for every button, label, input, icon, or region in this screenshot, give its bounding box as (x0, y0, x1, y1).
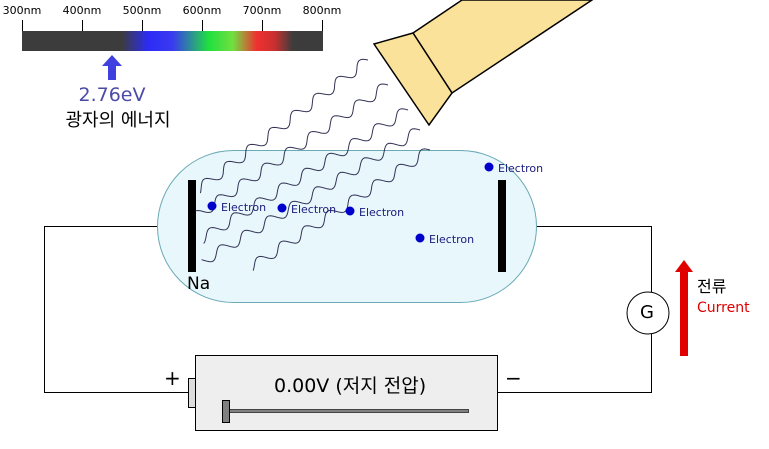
electrons (207, 162, 494, 243)
battery-terminal (188, 378, 196, 408)
current-arrow-icon (675, 260, 693, 356)
tick-label: 400nm (62, 4, 102, 17)
light-wave (203, 108, 409, 244)
circuit-wires (44, 226, 652, 393)
tick-label: 700nm (242, 4, 282, 17)
electron-dot (484, 162, 494, 172)
galvanometer (626, 291, 670, 335)
anode-plate (498, 180, 506, 272)
electron-dot (277, 203, 287, 213)
voltage-readout: 0.00V (저지 전압) (274, 375, 427, 397)
tick-label: 800nm (302, 4, 342, 17)
photon-energy-value: 2.76eV (78, 84, 146, 106)
light-wave (252, 148, 431, 271)
current-label-ko: 전류 (697, 277, 727, 296)
vacuum-tube (157, 150, 537, 303)
electron-dot (345, 206, 355, 216)
electron-label: Electron (359, 206, 405, 219)
wavelength-selector-arrow-icon[interactable] (102, 55, 122, 80)
spectrum-bar[interactable] (22, 31, 323, 51)
electron-label: Electron (429, 233, 475, 246)
voltage-slider-track[interactable] (228, 409, 469, 413)
battery-box (195, 355, 498, 431)
electron-label: Electron (291, 203, 337, 216)
tick-label: 300nm (2, 4, 42, 17)
flashlight-icon[interactable] (372, 0, 594, 127)
tick-label: 500nm (122, 4, 162, 17)
light-wave (199, 58, 369, 194)
photon-energy-caption: 광자의 에너지 (65, 110, 171, 131)
electron-dot (207, 201, 217, 211)
cathode-plate (188, 180, 196, 272)
electron-label: Electron (498, 162, 544, 175)
light-waves (195, 58, 431, 271)
voltage-slider-thumb[interactable] (222, 400, 230, 423)
cathode-label: Na (187, 274, 211, 294)
electron-label: Electron (221, 201, 267, 214)
galvanometer-label: G (640, 302, 654, 323)
light-wave (201, 128, 421, 263)
plus-sign: + (164, 366, 181, 390)
electron-dot (415, 233, 425, 243)
tick-label: 600nm (182, 4, 222, 17)
current-label-en: Current (697, 300, 750, 316)
spectrum-ticks (22, 20, 323, 31)
light-wave (195, 83, 389, 214)
minus-sign: − (505, 366, 522, 390)
